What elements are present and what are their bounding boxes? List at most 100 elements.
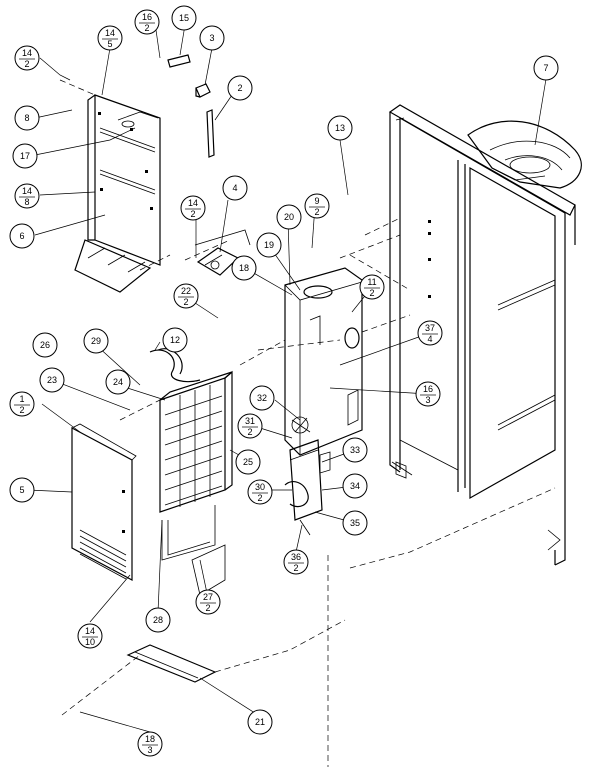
- callout-number: 37: [425, 323, 435, 333]
- callout-number: 18: [145, 734, 155, 744]
- fan-motor: [284, 416, 331, 536]
- callout-15: 15: [171, 5, 197, 31]
- callout-34: 34: [342, 473, 368, 499]
- callout-quantity: 2: [19, 405, 24, 415]
- callout-18: 18: [231, 255, 257, 281]
- callout-circle: [137, 731, 163, 757]
- callout-number: 36: [291, 552, 301, 562]
- evaporator-coil: [149, 348, 233, 596]
- callout-27-2: 272: [195, 589, 221, 615]
- callout-circle: [342, 437, 368, 463]
- callout-number: 35: [350, 518, 360, 528]
- callout-quantity: 2: [247, 427, 252, 437]
- callout-number: 5: [19, 485, 24, 495]
- callout-number: 14: [188, 198, 198, 208]
- callout-number: 30: [255, 482, 265, 492]
- callout-quantity: 5: [107, 39, 112, 49]
- callout-number: 8: [24, 113, 29, 123]
- callout-30-2: 302: [247, 479, 273, 505]
- callout-circle: [231, 255, 257, 281]
- callout-quantity: 2: [369, 288, 374, 298]
- callout-number: 14: [22, 48, 32, 58]
- callout-26: 26: [32, 332, 58, 358]
- callout-number: 6: [19, 231, 24, 241]
- callout-25: 25: [235, 449, 261, 475]
- callout-21: 21: [247, 709, 273, 735]
- rear-panel: [71, 423, 137, 581]
- callout-circle: [327, 115, 353, 141]
- callout-13: 13: [327, 115, 353, 141]
- callout-33: 33: [342, 437, 368, 463]
- callout-quantity: 10: [85, 637, 95, 647]
- callout-6: 6: [9, 223, 35, 249]
- callout-circle: [9, 477, 35, 503]
- callout-28: 28: [145, 607, 171, 633]
- callout-circle: [134, 9, 160, 35]
- callout-number: 14: [22, 186, 32, 196]
- leader-lines: [27, 24, 547, 733]
- callout-quantity: 3: [425, 395, 430, 405]
- callout-number: 22: [181, 286, 191, 296]
- callout-number: 13: [335, 123, 345, 133]
- callout-number: 14: [105, 28, 115, 38]
- callout-circle: [533, 55, 559, 81]
- callout-12: 12: [162, 327, 188, 353]
- callout-quantity: 3: [147, 745, 152, 755]
- callout-circle: [342, 510, 368, 536]
- callout-number: 21: [255, 717, 265, 727]
- callout-circle: [304, 193, 330, 219]
- callout-circle: [227, 75, 253, 101]
- callout-number: 16: [142, 12, 152, 22]
- callout-9-2: 92: [304, 193, 330, 219]
- callout-32: 32: [249, 385, 275, 411]
- callout-14-2-a: 142: [14, 45, 40, 71]
- callout-1-2: 12: [9, 391, 35, 417]
- callout-quantity: 2: [190, 209, 195, 219]
- callout-circle: [14, 45, 40, 71]
- callout-14-5: 145: [97, 25, 123, 51]
- evaporator-cover: [74, 94, 161, 293]
- callout-circle: [199, 25, 225, 51]
- callout-29: 29: [83, 328, 109, 354]
- callout-circle: [105, 369, 131, 395]
- callout-circle: [14, 183, 40, 209]
- callout-22-2: 222: [173, 283, 199, 309]
- callout-2: 2: [227, 75, 253, 101]
- callout-number: 14: [85, 626, 95, 636]
- callout-number: 16: [423, 384, 433, 394]
- callout-number: 23: [47, 375, 57, 385]
- callout-circle: [77, 623, 103, 649]
- callout-31-2: 312: [237, 413, 263, 439]
- callout-circle: [247, 479, 273, 505]
- callout-circle: [162, 327, 188, 353]
- callout-quantity: 2: [205, 603, 210, 613]
- callout-circle: [83, 328, 109, 354]
- callout-circle: [417, 320, 443, 346]
- callout-number: 26: [40, 340, 50, 350]
- callout-circle: [222, 175, 248, 201]
- callout-circle: [97, 25, 123, 51]
- callout-circle: [145, 607, 171, 633]
- callout-number: 9: [314, 196, 319, 206]
- callout-35: 35: [342, 510, 368, 536]
- callout-number: 11: [367, 277, 376, 287]
- callout-number: 28: [153, 615, 163, 625]
- callout-circle: [249, 385, 275, 411]
- callout-number: 19: [264, 240, 274, 250]
- small-parts-top: [167, 54, 215, 158]
- callout-circle: [235, 449, 261, 475]
- callouts: 1421451621532781713148614242092191811222…: [9, 5, 559, 757]
- callout-circle: [171, 5, 197, 31]
- callout-circle: [173, 283, 199, 309]
- callout-quantity: 2: [144, 23, 149, 33]
- callout-number: 32: [257, 393, 267, 403]
- callout-number: 12: [170, 335, 180, 345]
- callout-19: 19: [256, 232, 282, 258]
- callout-number: 7: [543, 63, 548, 73]
- callout-36-2: 362: [283, 549, 309, 575]
- callout-circle: [342, 473, 368, 499]
- callout-quantity: 2: [257, 493, 262, 503]
- callout-circle: [195, 589, 221, 615]
- callout-circle: [9, 223, 35, 249]
